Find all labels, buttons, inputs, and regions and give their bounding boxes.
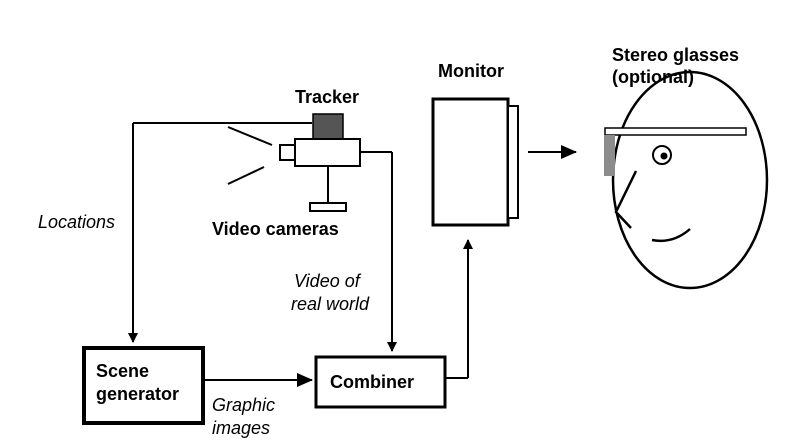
graphic-images-label-line1: Graphic [212,395,275,415]
graphic-images-label-line2: images [212,418,270,438]
scene-generator-label-line1: Scene [96,361,149,381]
stereo-glasses-lens [604,135,615,176]
combiner-label: Combiner [330,372,414,392]
camera-lens [279,144,296,161]
tracker-label: Tracker [295,87,359,107]
camera-view-line-lower [227,166,265,185]
stereo-glasses-label-line2: (optional) [612,67,694,87]
camera-view-line-upper [227,126,273,146]
viewer-head [604,70,769,290]
video-of-real-world-label-line2: real world [291,294,370,314]
combiner-to-monitor-connector [446,239,473,379]
locations-connector [128,122,312,343]
stereo-glasses-label-line1: Stereo glasses [612,45,739,65]
monitor-device [431,97,519,227]
video-cameras-label: Video cameras [212,219,339,239]
tracker-block [312,113,344,141]
combiner-box: Combiner [314,355,447,409]
camera-stand-base [309,202,347,212]
camera-body [294,138,361,167]
monitor-label: Monitor [438,61,504,81]
video-connector [360,151,397,352]
video-of-real-world-label-line1: Video of [294,271,362,291]
scene-generator-box: Scene generator [82,346,205,425]
video-camera-assembly [227,113,361,212]
scene-generator-label-line2: generator [96,384,179,404]
stereo-glasses-arm [604,127,747,136]
locations-label: Locations [38,212,115,232]
